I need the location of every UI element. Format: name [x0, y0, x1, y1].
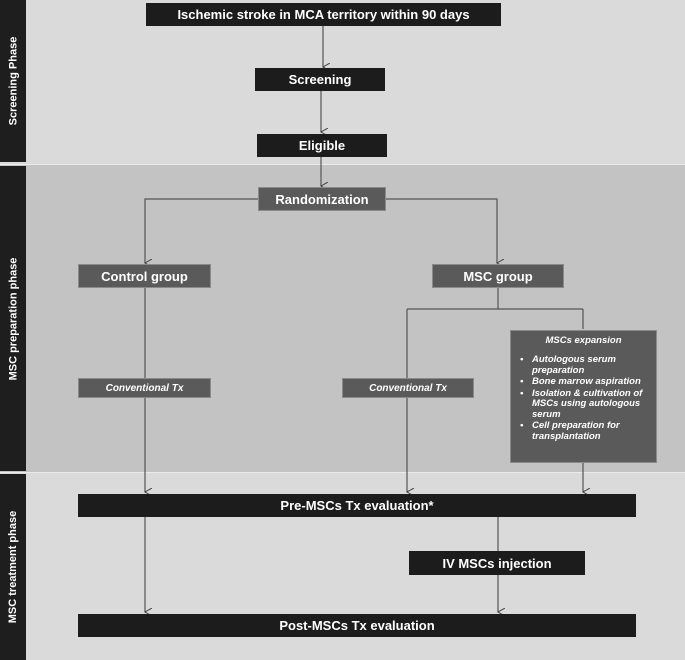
- expansion-step: Isolation & cultivation of MSCs using au…: [517, 388, 650, 421]
- inclusion-criteria-box: Ischemic stroke in MCA territory within …: [146, 3, 501, 26]
- iv-injection-box: IV MSCs injection: [409, 551, 585, 575]
- phase-divider: [0, 164, 685, 165]
- msc-group-box: MSC group: [432, 264, 564, 288]
- msc-expansion-steps: Autologous serum preparation Bone marrow…: [517, 354, 650, 442]
- screening-box: Screening: [255, 68, 385, 91]
- msc-expansion-box: MSCs expansion Autologous serum preparat…: [510, 330, 657, 463]
- screening-phase-label: Screening Phase: [0, 0, 26, 162]
- conventional-tx-control-box: Conventional Tx: [78, 378, 211, 398]
- eligible-box: Eligible: [257, 134, 387, 157]
- expansion-step: Bone marrow aspiration: [517, 376, 650, 388]
- expansion-step: Autologous serum preparation: [517, 354, 650, 376]
- pre-evaluation-box: Pre-MSCs Tx evaluation*: [78, 494, 636, 517]
- expansion-step: Cell preparation for transplantation: [517, 420, 650, 442]
- randomization-box: Randomization: [258, 187, 386, 211]
- treatment-phase-label: MSC treatment phase: [0, 474, 26, 660]
- arrow-randomization-to-msc: [386, 198, 497, 263]
- control-group-box: Control group: [78, 264, 211, 288]
- post-evaluation-box: Post-MSCs Tx evaluation: [78, 614, 636, 637]
- preparation-phase-label: MSC preparation phase: [0, 166, 26, 471]
- conventional-tx-msc-box: Conventional Tx: [342, 378, 474, 398]
- arrow-randomization-to-control: [145, 198, 258, 263]
- msc-expansion-title: MSCs expansion: [545, 335, 622, 346]
- phase-divider: [0, 472, 685, 473]
